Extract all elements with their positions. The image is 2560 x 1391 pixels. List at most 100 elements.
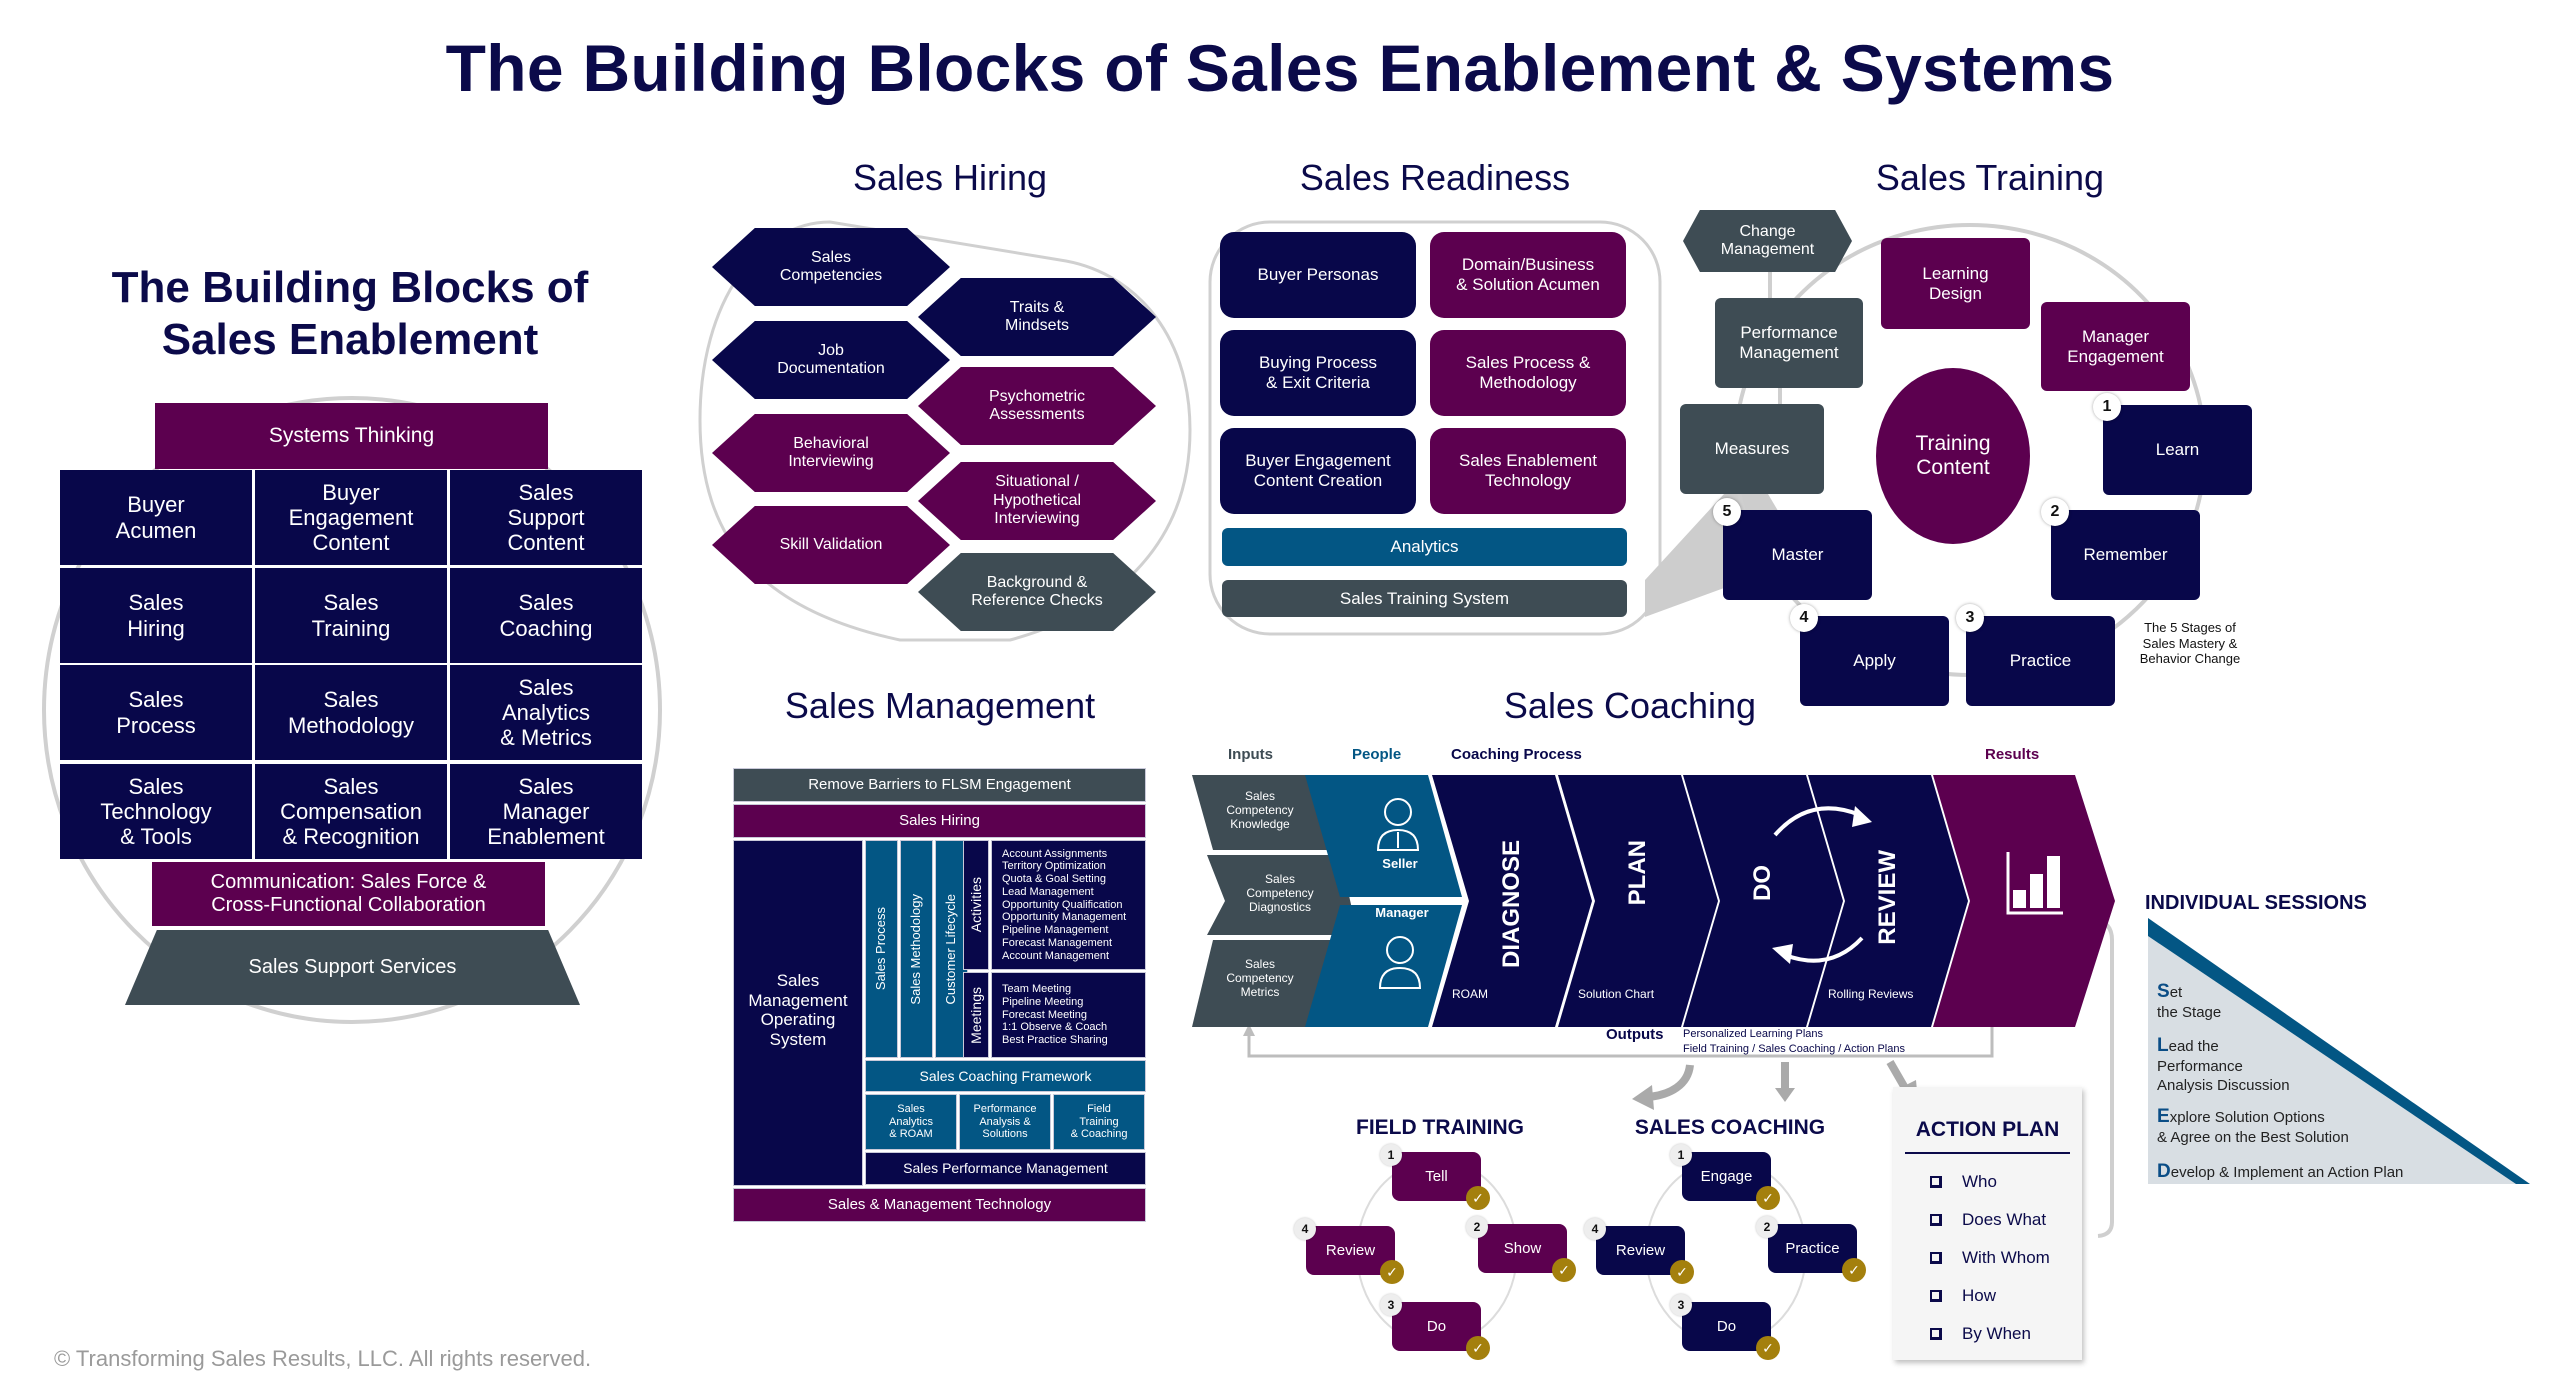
stage-label: Practice — [2009, 651, 2072, 671]
learning-design-box[interactable]: Learning Design — [1881, 238, 2030, 329]
stage-label: Learn — [2155, 440, 2200, 460]
process-step-shape[interactable] — [1558, 775, 1718, 1027]
management-technology-bar[interactable]: Sales & Management Technology — [733, 1188, 1146, 1222]
building-block-cell[interactable]: Buyer Engagement Content — [255, 470, 447, 565]
session-step-initial: D — [2157, 1161, 2171, 1182]
building-block-cell[interactable]: Sales Methodology — [255, 665, 447, 760]
hiring-hex[interactable]: Sales Competencies — [712, 228, 950, 306]
step-label: Review — [1615, 1241, 1666, 1259]
building-block-cell[interactable]: Sales Analytics & Metrics — [450, 665, 642, 760]
block-label: Sales Management Operating System — [748, 971, 848, 1049]
hiring-hex[interactable]: Job Documentation — [712, 321, 950, 399]
meeting-item: Forecast Meeting — [1002, 1008, 1087, 1021]
hiring-hex[interactable]: Psychometric Assessments — [918, 367, 1156, 445]
process-step-label: DO — [1749, 865, 1776, 901]
training-stage-box[interactable]: Learn — [2103, 405, 2252, 495]
activity-item: Opportunity Qualification — [1002, 898, 1123, 911]
bar-label: Sales Coaching Framework — [919, 1067, 1092, 1084]
operating-system-block[interactable]: Sales Management Operating System — [733, 840, 863, 1186]
sessions-bracket — [2094, 918, 2114, 1238]
process-step-shape[interactable] — [1808, 775, 1968, 1027]
input-shape[interactable] — [1192, 775, 1337, 850]
performance-management-box[interactable]: Performance Management — [1715, 298, 1863, 388]
action-plan-item[interactable]: Who — [1930, 1172, 1997, 1192]
training-content-circle[interactable]: Training Content — [1876, 368, 2030, 544]
sales-training-system-bar[interactable]: Sales Training System — [1222, 580, 1627, 617]
training-stage-box[interactable]: Practice — [1966, 616, 2115, 706]
inputs-header: Inputs — [1228, 746, 1273, 763]
building-block-cell[interactable]: Buyer Acumen — [60, 470, 252, 565]
action-plan-item[interactable]: How — [1930, 1286, 1996, 1306]
bar-label: Remove Barriers to FLSM Engagement — [808, 776, 1071, 794]
manager-label: Manager — [1375, 905, 1429, 920]
checkbox-icon[interactable] — [1930, 1328, 1942, 1340]
analytics-bar[interactable]: Analytics — [1222, 528, 1627, 566]
hex-label: Psychometric Assessments — [988, 387, 1086, 423]
mgmt-sub-block[interactable]: Performance Analysis & Solutions — [959, 1094, 1051, 1150]
sales-support-services-block[interactable]: Sales Support Services — [125, 930, 580, 1005]
remove-barriers-bar[interactable]: Remove Barriers to FLSM Engagement — [733, 768, 1146, 802]
mgmt-sub-block[interactable]: Sales Analytics & ROAM — [865, 1094, 957, 1150]
process-step-shape[interactable] — [1683, 775, 1843, 1027]
hiring-hex[interactable]: Traits & Mindsets — [918, 278, 1156, 356]
checkbox-icon[interactable] — [1930, 1214, 1942, 1226]
block-label: Sales Coaching — [499, 590, 593, 641]
building-block-cell[interactable]: Sales Manager Enablement — [450, 764, 642, 859]
training-stage-box[interactable]: Apply — [1800, 616, 1949, 706]
process-step-shape[interactable] — [1432, 775, 1592, 1027]
checkbox-icon[interactable] — [1930, 1252, 1942, 1264]
process-step-label: DIAGNOSE — [1498, 840, 1525, 969]
box-label: Learning Design — [1922, 263, 1989, 303]
manager-shape[interactable] — [1305, 905, 1462, 1027]
hiring-hex[interactable]: Situational / Hypothetical Interviewing — [918, 462, 1156, 540]
checkbox-icon[interactable] — [1930, 1176, 1942, 1188]
block-label: Communication: Sales Force & Cross-Funct… — [210, 871, 487, 916]
building-block-cell[interactable]: Sales Compensation & Recognition — [255, 764, 447, 859]
building-block-cell[interactable]: Sales Technology & Tools — [60, 764, 252, 859]
hiring-hex[interactable]: Behavioral Interviewing — [712, 414, 950, 492]
readiness-cell[interactable]: Buyer Personas — [1220, 232, 1416, 318]
communication-block[interactable]: Communication: Sales Force & Cross-Funct… — [152, 862, 545, 926]
change-management-hex[interactable]: Change Management — [1683, 210, 1852, 272]
readiness-cell[interactable]: Buying Process & Exit Criteria — [1220, 330, 1416, 416]
block-label: Systems Thinking — [268, 423, 435, 447]
building-block-cell[interactable]: Sales Coaching — [450, 568, 642, 663]
hex-label: Situational / Hypothetical Interviewing — [992, 473, 1082, 528]
building-block-cell[interactable]: Sales Training — [255, 568, 447, 663]
systems-thinking-block[interactable]: Systems Thinking — [155, 403, 548, 469]
step-label: Review — [1325, 1241, 1376, 1259]
training-stage-box[interactable]: Remember — [2051, 510, 2200, 600]
action-plan-item[interactable]: By When — [1930, 1324, 2031, 1344]
mgmt-sub-block[interactable]: Field Training & Coaching — [1053, 1094, 1145, 1150]
cycle-arrows-icon — [1772, 806, 1872, 964]
hex-label: Sales Competencies — [779, 248, 883, 284]
output-item: Personalized Learning Plans — [1683, 1028, 1824, 1040]
vertical-label: Customer Lifecycle — [943, 893, 959, 1005]
readiness-cell[interactable]: Sales Process & Methodology — [1430, 330, 1626, 416]
hiring-hex[interactable]: Background & Reference Checks — [918, 553, 1156, 631]
coaching-framework-bar[interactable]: Sales Coaching Framework — [865, 1060, 1146, 1092]
performance-management-bar[interactable]: Sales Performance Management — [865, 1152, 1146, 1185]
building-block-cell[interactable]: Sales Process — [60, 665, 252, 760]
action-plan-item[interactable]: Does What — [1930, 1210, 2046, 1230]
training-title: Sales Training — [1875, 157, 2105, 198]
training-stage-box[interactable]: Master — [1723, 510, 1872, 600]
checkmark-icon: ✓ — [1380, 1260, 1404, 1284]
mgmt-vertical-block[interactable]: Sales Process — [865, 840, 898, 1058]
mgmt-sales-hiring-bar[interactable]: Sales Hiring — [733, 804, 1146, 838]
stage-number-badge: 1 — [2093, 393, 2121, 421]
checkbox-icon[interactable] — [1930, 1290, 1942, 1302]
building-block-cell[interactable]: Sales Hiring — [60, 568, 252, 663]
readiness-cell[interactable]: Buyer Engagement Content Creation — [1220, 428, 1416, 514]
manager-engagement-box[interactable]: Manager Engagement — [2041, 302, 2190, 391]
measures-box[interactable]: Measures — [1680, 404, 1824, 494]
mgmt-vertical-block[interactable]: Sales Methodology — [900, 840, 933, 1058]
building-block-cell[interactable]: Sales Support Content — [450, 470, 642, 565]
action-plan-item[interactable]: With Whom — [1930, 1248, 2050, 1268]
readiness-cell[interactable]: Domain/Business & Solution Acumen — [1430, 232, 1626, 318]
input-shape[interactable] — [1207, 855, 1358, 936]
checkmark-icon: ✓ — [1466, 1336, 1490, 1360]
readiness-cell[interactable]: Sales Enablement Technology — [1430, 428, 1626, 514]
hiring-hex[interactable]: Skill Validation — [712, 506, 950, 584]
input-shape[interactable] — [1192, 940, 1337, 1027]
